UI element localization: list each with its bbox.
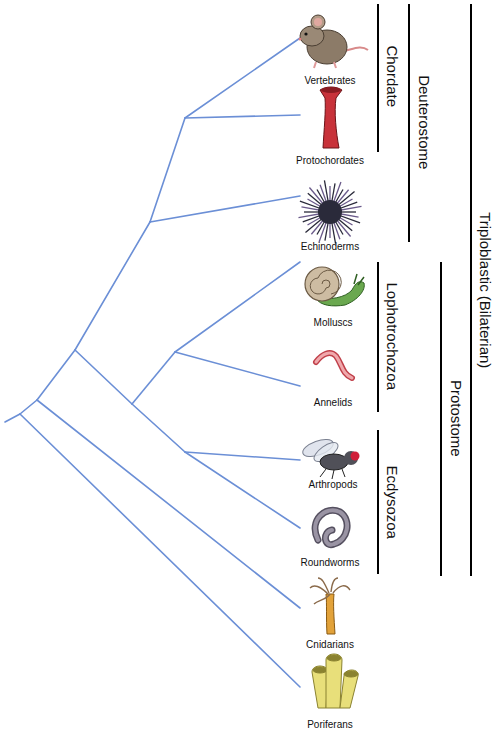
cnidarian-figure — [326, 594, 335, 634]
echinoderm-figure — [298, 180, 361, 243]
tree-branch — [185, 115, 300, 118]
mollusc-figure — [305, 267, 364, 306]
porifera-figure — [344, 671, 358, 677]
clade-label: Ecdysozoa — [384, 465, 401, 538]
tree-branch — [175, 352, 300, 386]
clade-label: Deuterostome — [416, 75, 433, 169]
mollusc-figure — [354, 274, 364, 285]
mollusc-figure — [310, 270, 341, 294]
roundworm-figure — [315, 510, 347, 544]
porifera-figure — [313, 667, 327, 673]
mouse-figure — [299, 15, 369, 68]
clade-label: Lophotrochozoa — [384, 282, 401, 390]
taxon-label: Poriferans — [307, 719, 353, 730]
annelid-figure — [316, 353, 352, 378]
tree-branch — [5, 38, 300, 687]
porifera-figure — [312, 654, 358, 708]
taxon-label: Vertebrates — [304, 75, 355, 86]
tree-branch — [185, 38, 300, 118]
clade-bracket — [378, 4, 471, 576]
mouse-figure — [314, 62, 336, 68]
tree-branch — [175, 262, 300, 352]
tree-branch — [132, 352, 175, 404]
clade-bracket — [377, 262, 379, 412]
clade-label: Chordate — [384, 45, 401, 107]
clade-bracket — [408, 4, 410, 242]
taxon-label: Annelids — [314, 397, 352, 408]
porifera-figure — [327, 655, 341, 661]
mouse-figure — [304, 32, 307, 35]
taxon-label: Arthropods — [309, 479, 358, 490]
cnidarian-figure — [310, 578, 350, 604]
mouse-figure — [299, 38, 302, 41]
arthropod-figure — [301, 436, 360, 479]
tree-branch — [37, 400, 300, 608]
protochordate-figure — [321, 87, 341, 93]
clade-bracket — [440, 262, 442, 576]
arthropod-figure — [351, 452, 360, 461]
mouse-figure — [314, 18, 322, 26]
arthropod-figure — [320, 454, 348, 470]
annelid-figure — [316, 353, 352, 378]
taxon-label: Molluscs — [314, 317, 353, 328]
tree-branch — [75, 350, 132, 404]
protochordate-figure — [320, 87, 342, 148]
cnidarian-figure — [310, 578, 350, 634]
clade-bracket — [377, 4, 379, 152]
clade-label: Triploblastic (Bilaterian) — [477, 212, 494, 368]
taxon-label: Echinoderms — [301, 241, 359, 252]
tree-branch — [150, 118, 185, 222]
porifera-figure — [326, 654, 342, 708]
arthropod-figure — [320, 469, 345, 479]
tree-branch — [20, 414, 300, 687]
porifera-figure — [340, 670, 358, 708]
tree-branch — [5, 414, 20, 422]
tree-branch — [37, 350, 75, 400]
taxon-label: Cnidarians — [306, 639, 354, 650]
protochordate-figure — [320, 87, 342, 148]
roundworm-figure — [315, 510, 347, 544]
clade-bracket — [377, 430, 379, 574]
clade-bracket — [470, 4, 472, 576]
echinoderm-figure — [318, 200, 342, 224]
taxon-label: Roundworms — [301, 557, 360, 568]
tree-branch — [75, 222, 150, 350]
taxon-label: Protochordates — [296, 155, 364, 166]
tree-branch — [185, 452, 300, 460]
tree-branch — [132, 404, 185, 452]
mouse-figure — [311, 15, 325, 29]
tree-branch — [20, 400, 37, 414]
roundworm-figure — [315, 510, 347, 544]
annelid-figure — [316, 353, 352, 378]
tree-branch — [150, 196, 300, 222]
tree-branch — [185, 452, 300, 528]
clade-label: Protostome — [447, 380, 464, 457]
